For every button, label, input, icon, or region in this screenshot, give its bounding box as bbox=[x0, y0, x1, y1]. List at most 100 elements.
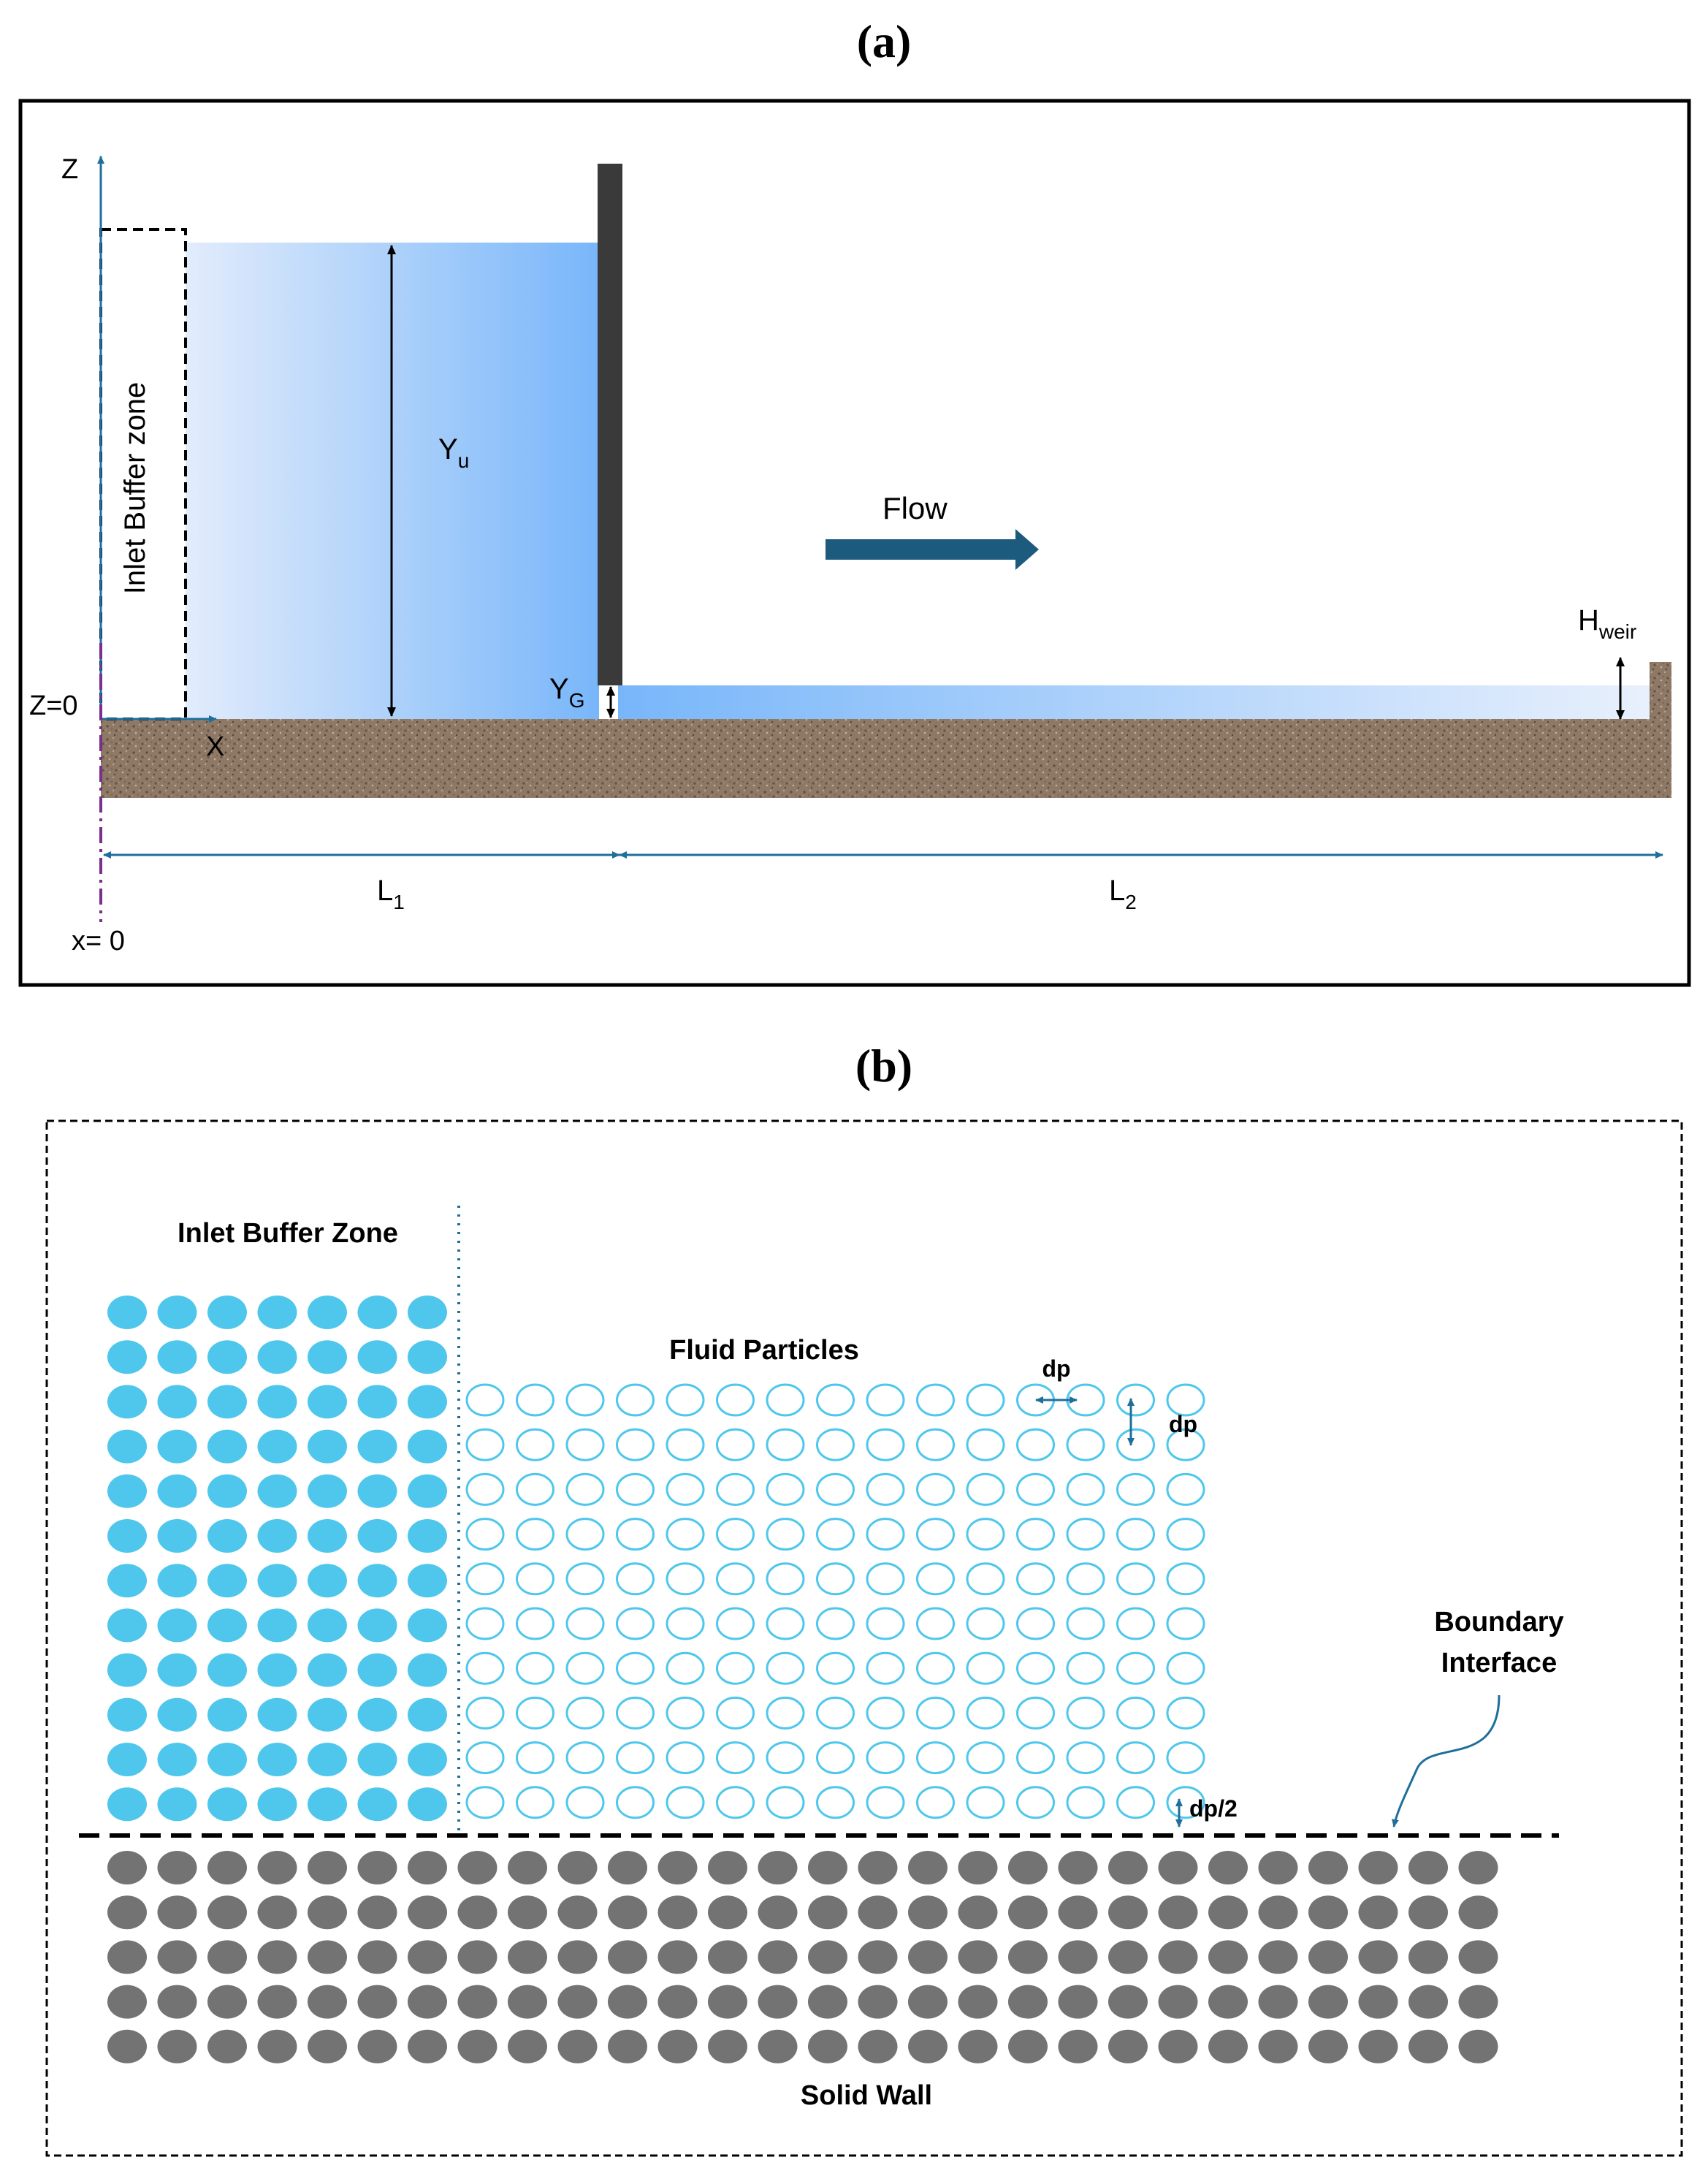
fluid-particle bbox=[1016, 1518, 1055, 1551]
buffer-particle bbox=[357, 1787, 397, 1822]
fluid-particle bbox=[966, 1607, 1005, 1640]
wall-particle bbox=[908, 1940, 948, 1974]
inlet-buffer-label: Inlet Buffer zone bbox=[119, 382, 151, 595]
buffer-particle bbox=[207, 1519, 247, 1553]
fluid-particle bbox=[565, 1383, 605, 1417]
fluid-particle bbox=[866, 1383, 905, 1417]
fluid-particle bbox=[616, 1607, 655, 1640]
fluid-particle bbox=[516, 1428, 554, 1461]
wall-particle bbox=[157, 1940, 197, 1974]
wall-particle bbox=[958, 1985, 998, 2019]
fluid-particle bbox=[1166, 1696, 1205, 1730]
buffer-particle bbox=[357, 1564, 397, 1598]
buffer-particle bbox=[357, 1429, 397, 1464]
buffer-particle bbox=[157, 1787, 197, 1822]
fluid-particle bbox=[1116, 1696, 1155, 1730]
fluid-particle bbox=[816, 1383, 855, 1417]
wall-particle bbox=[1258, 2029, 1298, 2063]
buffer-particle bbox=[157, 1653, 197, 1687]
weir bbox=[1650, 662, 1671, 720]
fluid-particle bbox=[716, 1428, 755, 1461]
wall-particle bbox=[1408, 1940, 1448, 1974]
fluid-particle bbox=[816, 1518, 855, 1551]
wall-particle bbox=[908, 1985, 948, 2019]
fluid-particle bbox=[916, 1741, 955, 1775]
wall-particle bbox=[1108, 1985, 1148, 2019]
wall-particle bbox=[1208, 1895, 1248, 1930]
fluid-particle bbox=[616, 1562, 655, 1596]
fluid-particle bbox=[866, 1428, 905, 1461]
buffer-particle bbox=[408, 1697, 447, 1732]
fluid-particle bbox=[966, 1696, 1005, 1730]
fluid-particle bbox=[465, 1383, 505, 1417]
wall-particle bbox=[758, 1940, 798, 1974]
buffer-particle bbox=[357, 1743, 397, 1776]
fluid-particle bbox=[716, 1472, 755, 1506]
wall-particle bbox=[308, 1985, 347, 2019]
boundary-label-line2: Interface bbox=[1441, 1648, 1557, 1678]
buffer-particle bbox=[408, 1564, 447, 1598]
wall-particle bbox=[107, 1895, 147, 1930]
fluid-particle bbox=[465, 1696, 505, 1730]
wall-particle bbox=[308, 1851, 347, 1884]
fluid-particle bbox=[616, 1651, 655, 1685]
wall-particle bbox=[1408, 1985, 1448, 2019]
fluid-particle bbox=[1116, 1607, 1155, 1640]
fluid-particle bbox=[616, 1428, 655, 1461]
fluid-particle bbox=[1166, 1472, 1205, 1506]
wall-particle bbox=[207, 1851, 247, 1884]
wall-particle bbox=[758, 1985, 798, 2019]
buffer-particle bbox=[207, 1296, 247, 1329]
wall-particle bbox=[1258, 1851, 1298, 1884]
wall-particle bbox=[357, 1940, 397, 1974]
buffer-particle bbox=[157, 1385, 197, 1419]
fluid-particle bbox=[816, 1562, 855, 1596]
fluid-particle bbox=[465, 1786, 505, 1819]
buffer-particle bbox=[357, 1340, 397, 1374]
boundary-pointer bbox=[1392, 1694, 1501, 1827]
dp-half-label: dp/2 bbox=[1189, 1795, 1238, 1822]
fluid-particle bbox=[716, 1607, 755, 1640]
fluid-particle bbox=[816, 1741, 855, 1775]
wall-particle bbox=[1158, 1940, 1198, 1974]
x-zero-label: x= 0 bbox=[72, 926, 125, 956]
buffer-particle bbox=[257, 1564, 297, 1598]
yu-label: Yu bbox=[438, 433, 469, 472]
wall-particle bbox=[408, 2029, 447, 2063]
wall-particle bbox=[858, 1895, 898, 1930]
fluid-particle bbox=[866, 1786, 905, 1819]
wall-particle bbox=[1158, 2029, 1198, 2063]
fluid-particle bbox=[666, 1562, 705, 1596]
wall-particle bbox=[508, 2029, 547, 2063]
wall-particle bbox=[1158, 1851, 1198, 1884]
buffer-particle bbox=[408, 1608, 447, 1643]
fluid-particle bbox=[916, 1383, 955, 1417]
fluid-particle bbox=[666, 1428, 705, 1461]
wall-particle bbox=[1058, 1895, 1098, 1930]
wall-particle bbox=[408, 1940, 447, 1974]
buffer-particle bbox=[107, 1296, 147, 1329]
fluid-particle bbox=[1116, 1472, 1155, 1506]
wall-particle bbox=[1208, 1985, 1248, 2019]
fluid-particle bbox=[1016, 1651, 1055, 1685]
wall-particle bbox=[257, 1985, 297, 2019]
wall-particle bbox=[1308, 2029, 1348, 2063]
ground-bed bbox=[101, 719, 1671, 798]
buffer-particle bbox=[308, 1519, 347, 1553]
wall-particle bbox=[708, 2029, 747, 2063]
fluid-particle bbox=[1066, 1472, 1105, 1506]
fluid-particle bbox=[616, 1383, 655, 1417]
buffer-particle bbox=[408, 1743, 447, 1776]
wall-particle bbox=[1008, 1851, 1048, 1884]
fluid-particle bbox=[565, 1428, 605, 1461]
fluid-particle bbox=[866, 1651, 905, 1685]
wall-particle bbox=[1458, 1851, 1498, 1884]
fluid-particle bbox=[866, 1696, 905, 1730]
fluid-particle bbox=[1116, 1651, 1155, 1685]
wall-particle bbox=[1108, 1851, 1148, 1884]
wall-particle bbox=[308, 1895, 347, 1930]
buffer-particle bbox=[257, 1787, 297, 1822]
wall-particle bbox=[1308, 1985, 1348, 2019]
wall-particle bbox=[1458, 1985, 1498, 2019]
panel-a-frame bbox=[18, 99, 1691, 987]
